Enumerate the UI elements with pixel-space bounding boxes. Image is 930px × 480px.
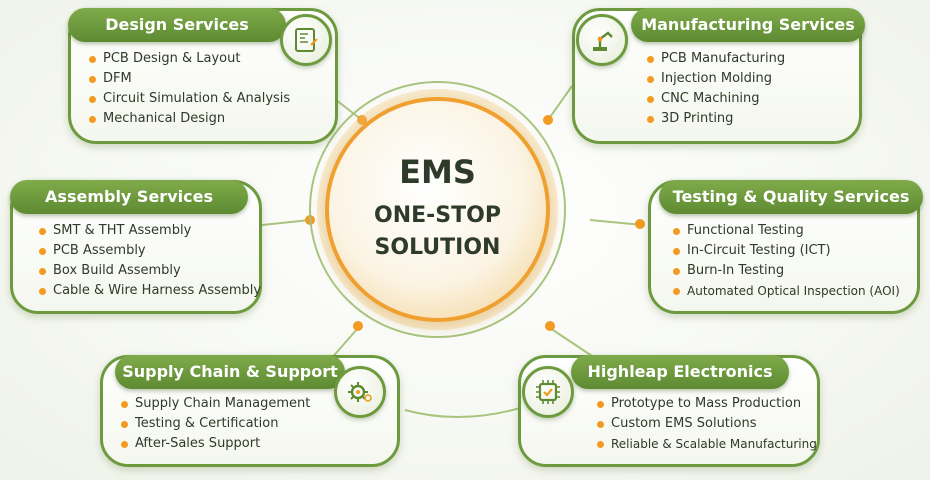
supply-chain-list: Supply Chain Management Testing & Certif… [121,394,310,454]
list-item: Supply Chain Management [121,394,310,414]
assembly-services-card: Assembly Services SMT & THT Assembly PCB… [10,180,262,314]
list-item: Circuit Simulation & Analysis [89,89,290,109]
list-item: Custom EMS Solutions [597,414,817,434]
list-item: 3D Printing [647,109,785,129]
hub-title-one-stop: ONE-STOP [374,203,501,228]
list-item: After-Sales Support [121,434,310,454]
hub-circle: EMS ONE-STOP SOLUTION [325,97,550,322]
list-item: Automated Optical Inspection (AOI) [673,281,900,301]
list-item: Prototype to Mass Production [597,394,817,414]
highleap-electronics-card: Highleap Electronics Prototype to Mass P… [518,355,820,467]
list-item: CNC Machining [647,89,785,109]
testing-quality-title: Testing & Quality Services [659,180,923,214]
list-item: Functional Testing [673,221,900,241]
highleap-electronics-list: Prototype to Mass Production Custom EMS … [597,394,817,454]
list-item: Testing & Certification [121,414,310,434]
list-item: PCB Manufacturing [647,49,785,69]
robot-arm-icon [576,14,628,66]
testing-quality-list: Functional Testing In-Circuit Testing (I… [673,221,900,301]
design-services-title: Design Services [68,8,286,42]
testing-quality-card: Testing & Quality Services Functional Te… [648,180,923,314]
list-item: Box Build Assembly [39,261,261,281]
list-item: Cable & Wire Harness Assembly [39,281,261,301]
chip-shield-icon [522,366,574,418]
pcb-board-icon [280,14,332,66]
list-item: DFM [89,69,290,89]
supply-chain-title: Supply Chain & Support [115,355,345,389]
highleap-electronics-title: Highleap Electronics [571,355,789,389]
list-item: Mechanical Design [89,109,290,129]
gear-support-icon [334,366,386,418]
assembly-services-list: SMT & THT Assembly PCB Assembly Box Buil… [39,221,261,301]
list-item: SMT & THT Assembly [39,221,261,241]
manufacturing-services-card: Manufacturing Services PCB Manufacturing… [572,8,865,144]
list-item: Injection Molding [647,69,785,89]
hub-title-solution: SOLUTION [374,235,501,260]
hub-outer-ring [309,81,566,338]
list-item: PCB Assembly [39,241,261,261]
assembly-services-title: Assembly Services [10,180,248,214]
design-services-list: PCB Design & Layout DFM Circuit Simulati… [89,49,290,129]
hub-title-ems: EMS [399,153,476,191]
manufacturing-services-title: Manufacturing Services [631,8,865,42]
list-item: Burn-In Testing [673,261,900,281]
manufacturing-services-list: PCB Manufacturing Injection Molding CNC … [647,49,785,129]
list-item: PCB Design & Layout [89,49,290,69]
list-item: In-Circuit Testing (ICT) [673,241,900,261]
list-item: Reliable & Scalable Manufacturing [597,434,817,454]
